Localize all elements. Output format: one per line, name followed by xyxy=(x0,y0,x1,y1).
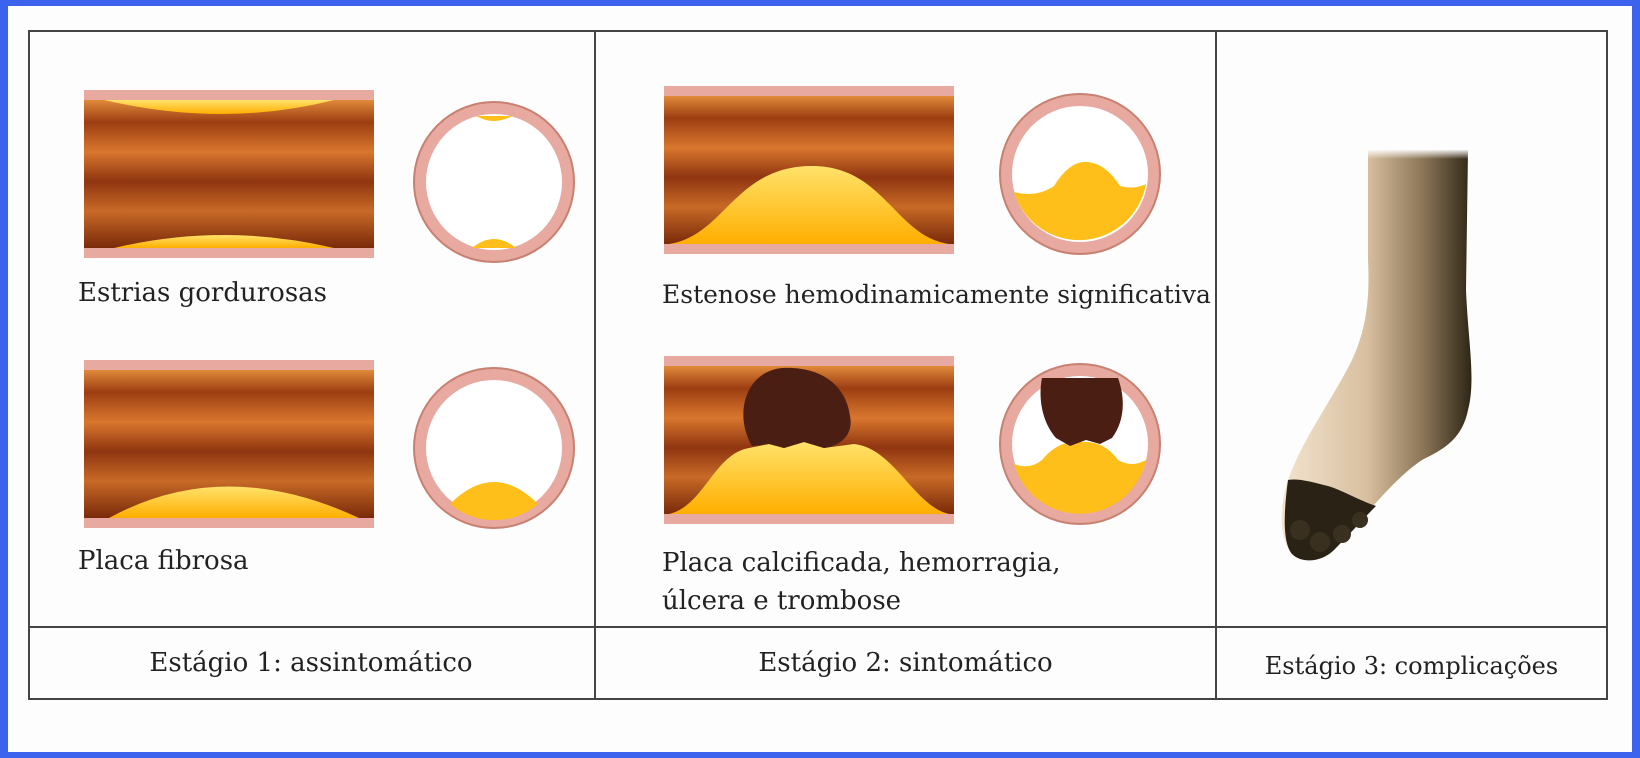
stage-1-label: Estágio 1: assintomático xyxy=(28,648,594,678)
table-border-bottom xyxy=(28,698,1608,700)
stage-3-label: Estágio 3: complicações xyxy=(1217,652,1606,680)
caption-fatty-streaks: Estrias gordurosas xyxy=(78,278,327,308)
stage-2-label: Estágio 2: sintomático xyxy=(596,648,1215,678)
caption-fibrous-plaque: Placa fibrosa xyxy=(78,546,249,576)
column-divider-2 xyxy=(1215,30,1217,700)
caption-calcified-plaque-line2: úlcera e trombose xyxy=(662,586,901,616)
stage-table: Estrias gordurosas Placa fibrosa Este xyxy=(28,30,1632,730)
caption-calcified-plaque-line1: Placa calcificada, hemorragia, xyxy=(662,548,1061,578)
figure-sheet: Estrias gordurosas Placa fibrosa Este xyxy=(8,6,1632,752)
column-divider-1 xyxy=(594,30,596,700)
artery-longitudinal-fibrous-plaque xyxy=(84,360,374,528)
table-border-right xyxy=(1606,30,1608,700)
artery-cross-section-stenosis xyxy=(996,90,1164,258)
artery-cross-section-thrombosis xyxy=(996,360,1164,528)
foot-gangrene-illustration xyxy=(1262,150,1502,570)
table-border-left xyxy=(28,30,30,700)
table-border-top xyxy=(28,30,1608,32)
artery-longitudinal-thrombosis xyxy=(664,356,954,524)
artery-longitudinal-fatty-streaks xyxy=(84,90,374,258)
artery-cross-section-fatty-streaks xyxy=(410,98,578,266)
caption-significant-stenosis: Estenose hemodinamicamente significativa xyxy=(662,280,1211,309)
label-row-divider xyxy=(28,626,1608,628)
artery-cross-section-fibrous-plaque xyxy=(410,364,578,532)
artery-longitudinal-stenosis xyxy=(664,86,954,254)
